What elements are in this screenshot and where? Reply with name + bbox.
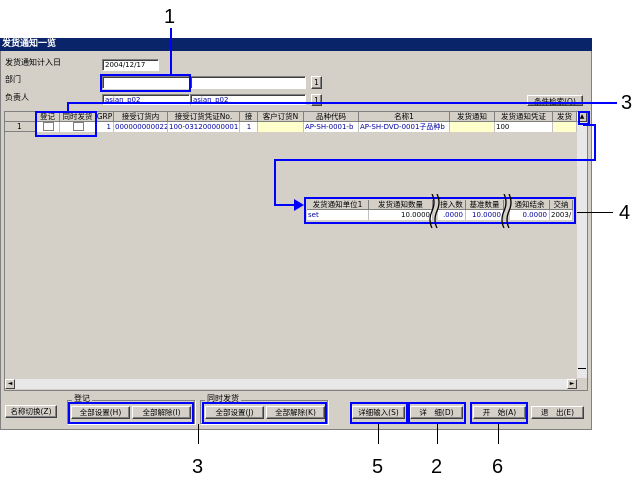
- register-checkbox[interactable]: [36, 122, 60, 132]
- callout-line-3b: [198, 424, 199, 444]
- scroll-left-icon[interactable]: ◄: [5, 379, 15, 389]
- person-name-input[interactable]: asian_p02: [190, 94, 306, 105]
- dept-name-input[interactable]: [190, 76, 306, 89]
- col-header-seq[interactable]: 接: [240, 112, 258, 122]
- callout-3-top: 3: [621, 92, 633, 114]
- callout-line-4b: [594, 124, 596, 161]
- col-header-notice[interactable]: 发货通知: [450, 112, 495, 122]
- exit-button[interactable]: 退 出(E): [531, 406, 584, 419]
- callout-line-3a-horizontal: [67, 102, 617, 104]
- callout-5: 5: [372, 456, 384, 478]
- col-header-name1[interactable]: 名称1: [359, 112, 450, 122]
- ship-set-all-button[interactable]: 全部设置(J): [205, 406, 264, 419]
- callout-3-bottom: 3: [192, 456, 204, 478]
- horizontal-scrollbar[interactable]: [5, 379, 577, 389]
- inset-cell-deliver[interactable]: 2003/: [550, 210, 573, 220]
- inset-col-in[interactable]: 接入数: [438, 200, 466, 210]
- highlight-checkbox-columns: [35, 111, 97, 137]
- window-title: 发货通知一览: [0, 38, 592, 51]
- detail-button[interactable]: 详 细(D): [410, 406, 463, 419]
- highlight-register-buttons: [68, 402, 194, 424]
- highlight-detail-input-button: [350, 402, 408, 424]
- callout-line-6: [498, 424, 499, 444]
- cell-grp[interactable]: 1: [96, 122, 114, 132]
- start-button[interactable]: 开 始(A): [473, 406, 526, 419]
- row-header-corner: [5, 112, 36, 122]
- inset-col-deliver[interactable]: 交纳: [550, 200, 573, 210]
- highlight-ship-buttons: [202, 402, 327, 424]
- column-break-mark-1: [429, 194, 440, 228]
- col-header-notice-no[interactable]: 发货通知凭证: [495, 112, 553, 122]
- person-code-input[interactable]: asian_p02: [102, 94, 190, 105]
- inset-cell-unit[interactable]: set: [307, 210, 369, 220]
- cell-name1[interactable]: AP-SH-DVD-0001子品种b: [359, 122, 450, 132]
- inset-col-balance[interactable]: 通知结余: [510, 200, 550, 210]
- col-header-order-no[interactable]: 接受订货凭证No.: [168, 112, 240, 122]
- ship-clear-all-button[interactable]: 全部解除(K): [266, 406, 325, 419]
- highlight-scroll-up: [578, 111, 590, 125]
- inset-col-unit[interactable]: 发货通知单位1: [307, 200, 369, 210]
- callout-line-4-label: [577, 212, 613, 213]
- dept-lookup-button[interactable]: 1: [311, 76, 322, 89]
- col-header-item-code[interactable]: 品种代码: [304, 112, 359, 122]
- callout-4: 4: [619, 202, 631, 224]
- inset-cell-in[interactable]: .0000: [438, 210, 466, 220]
- cell-ship[interactable]: [553, 122, 577, 132]
- register-set-all-button[interactable]: 全部设置(H): [71, 406, 130, 419]
- callout-line-4d: [274, 159, 276, 206]
- vertical-scrollbar[interactable]: [577, 112, 587, 378]
- scroll-track-marker: [578, 368, 586, 369]
- name-switch-button[interactable]: 名称切换(Z): [5, 405, 57, 418]
- grid-empty-area: [5, 132, 577, 378]
- col-header-grp[interactable]: GRP: [96, 112, 114, 122]
- highlight-detail-button: [408, 402, 466, 424]
- cell-customer-order[interactable]: [258, 122, 304, 132]
- person-lookup-button[interactable]: 1: [311, 94, 322, 106]
- register-check-box[interactable]: [42, 122, 54, 131]
- callout-line-4e: [274, 204, 298, 206]
- cell-notice-no[interactable]: 100: [495, 122, 553, 132]
- inset-cell-base[interactable]: 10.0000: [466, 210, 504, 220]
- column-break-mark-2: [501, 194, 512, 228]
- callout-line-5: [378, 424, 379, 444]
- col-header-customer-order[interactable]: 客户订货N: [258, 112, 304, 122]
- col-header-ship[interactable]: 发货: [553, 112, 577, 122]
- ship-together-check-box[interactable]: [72, 122, 84, 131]
- callout-2: 2: [431, 456, 443, 478]
- cell-seq[interactable]: 1: [240, 122, 258, 132]
- col-header-register[interactable]: 登记: [36, 112, 60, 122]
- ship-together-group-label: 同时发货: [205, 393, 241, 404]
- highlight-start-button: [470, 402, 528, 424]
- register-clear-all-button[interactable]: 全部解除(I): [132, 406, 191, 419]
- inset-col-base[interactable]: 基准数量: [466, 200, 504, 210]
- inset-cell-balance[interactable]: 0.0000: [510, 210, 550, 220]
- callout-1: 1: [164, 6, 176, 28]
- callout-arrow-4: [294, 199, 304, 211]
- date-label: 发货通知计入日: [5, 58, 61, 67]
- cell-notice[interactable]: [450, 122, 495, 132]
- cell-item-code[interactable]: AP-SH-0001-b: [304, 122, 359, 132]
- callout-line-1: [170, 28, 172, 75]
- date-input[interactable]: 2004/12/17: [102, 59, 159, 71]
- search-button[interactable]: 条件检索(Q): [527, 95, 583, 106]
- highlight-dept-field: [100, 74, 191, 92]
- callout-6: 6: [492, 456, 504, 478]
- inset-cell-qty[interactable]: 10.0000: [369, 210, 433, 220]
- callout-line-2: [437, 424, 438, 444]
- register-group-label: 登记: [72, 393, 92, 404]
- scroll-right-icon[interactable]: ►: [567, 379, 577, 389]
- person-label: 负责人: [5, 93, 29, 102]
- dept-label: 部门: [5, 75, 21, 84]
- row-index: 1: [5, 122, 36, 132]
- callout-line-4c: [274, 159, 596, 161]
- cell-order-inner[interactable]: 000000000022: [114, 122, 168, 132]
- detail-input-button[interactable]: 详细输入(S): [352, 406, 405, 419]
- inset-col-qty[interactable]: 发货通知数量: [369, 200, 433, 210]
- callout-line-3a-drop: [67, 102, 69, 112]
- callout-line-4a: [583, 124, 596, 126]
- cell-order-no[interactable]: 100-031200000001: [168, 122, 240, 132]
- col-header-order-inner[interactable]: 接受订货内: [114, 112, 168, 122]
